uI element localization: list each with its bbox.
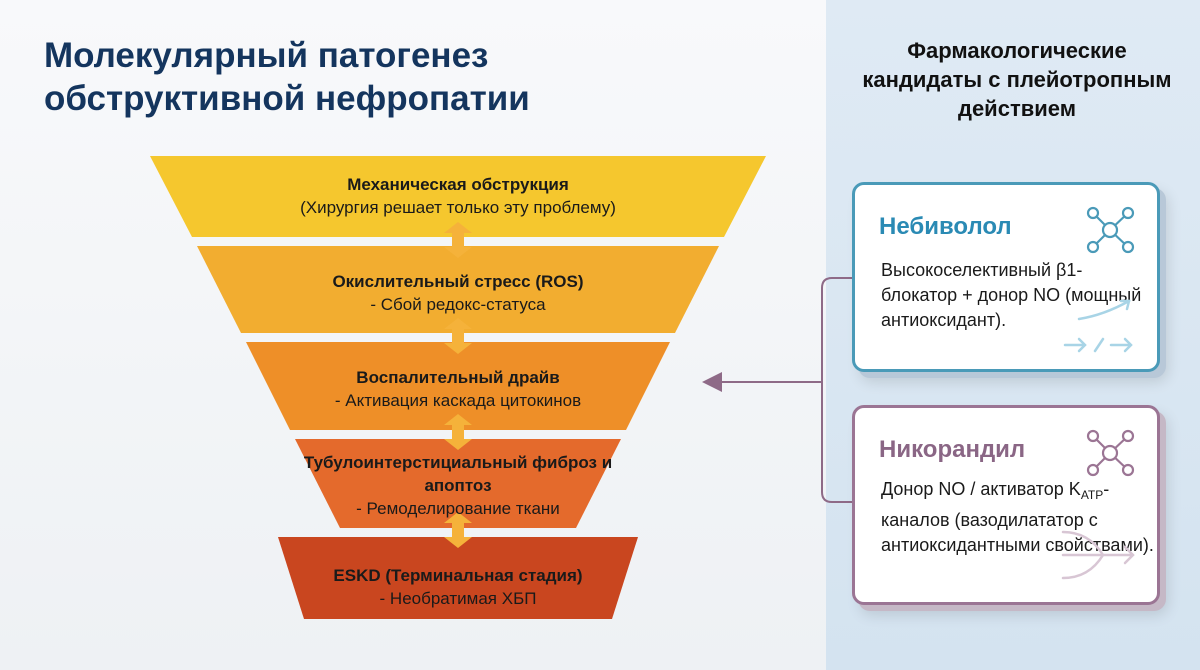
drug-description-part: Донор NO / активатор K	[881, 479, 1081, 499]
drug-description: Высокоселективный β1-блокатор + донор NO…	[881, 260, 1142, 330]
funnel-layer-5: ESKD (Терминальная стадия) - Необратимая…	[280, 564, 636, 610]
funnel-layer-subtitle: - Необратимая ХБП	[379, 589, 537, 608]
funnel-layer-1: Механическая обструкция (Хирургия решает…	[200, 173, 716, 219]
funnel-connector-arrow	[444, 222, 472, 258]
merging-arrows-deco-icon	[1061, 530, 1135, 580]
connector	[702, 277, 852, 503]
drug-name: Небиволол	[879, 213, 1012, 240]
funnel-layer-subtitle: - Активация каскада цитокинов	[334, 391, 582, 410]
molecule-icon	[1086, 206, 1135, 254]
drug-card-nicorandil: Никорандил Донор NO / активатор KATP-кан…	[852, 405, 1160, 605]
funnel-layer-shape	[246, 342, 670, 430]
page-title: Молекулярный патогенез обструктивной неф…	[44, 36, 530, 118]
funnel-layer-2: Окислительный стресс (ROS) - Сбой редокс…	[220, 270, 696, 316]
drug-card-nebivolol: Небиволол Высокоселективный β1-блокатор …	[852, 182, 1160, 372]
funnel-connector-arrow	[444, 512, 472, 548]
funnel-layer-title: Тубулоинтерстициальный фиброз и апоптоз	[303, 453, 613, 495]
molecule-icon	[1086, 429, 1135, 477]
connector-line-nicorandil	[821, 382, 852, 503]
funnel-layer-shape	[150, 156, 766, 237]
arrows-deco-icon	[1063, 299, 1133, 353]
funnel-layer-subtitle: - Сбой редокс-статуса	[370, 295, 546, 314]
funnel-layer-4: Тубулоинтерстициальный фиброз и апоптоз …	[300, 451, 616, 520]
funnel-layer-title: Воспалительный драйв	[356, 368, 560, 387]
connector-line-nebivolol	[821, 277, 852, 382]
funnel-layer-subtitle: (Хирургия решает только эту проблему)	[300, 198, 616, 217]
drug-description-subscript: ATP	[1080, 488, 1104, 502]
funnel-layer-shape	[197, 246, 719, 333]
drug-description-part: -каналов (вазодилататор с антиоксидантны…	[881, 479, 1154, 555]
funnel-layer-title: Механическая обструкция	[347, 175, 569, 194]
drug-name: Никорандил	[879, 436, 1026, 463]
funnel-layer-title: Окислительный стресс (ROS)	[332, 272, 584, 291]
funnel-layer-subtitle: - Ремоделирование ткани	[356, 499, 560, 518]
drug-description: Донор NO / активатор KATP-каналов (вазод…	[881, 477, 1156, 558]
funnel-layer-title: ESKD (Терминальная стадия)	[333, 566, 583, 585]
funnel-connector-arrow	[444, 318, 472, 354]
sidebar-title: Фармакологические кандидаты с плейотропн…	[862, 38, 1172, 121]
funnel-layer-shape	[278, 537, 638, 619]
funnel-connector-arrow	[444, 414, 472, 450]
funnel-layer-3: Воспалительный драйв - Активация каскада…	[240, 366, 676, 412]
funnel-layer-shape	[295, 439, 621, 528]
